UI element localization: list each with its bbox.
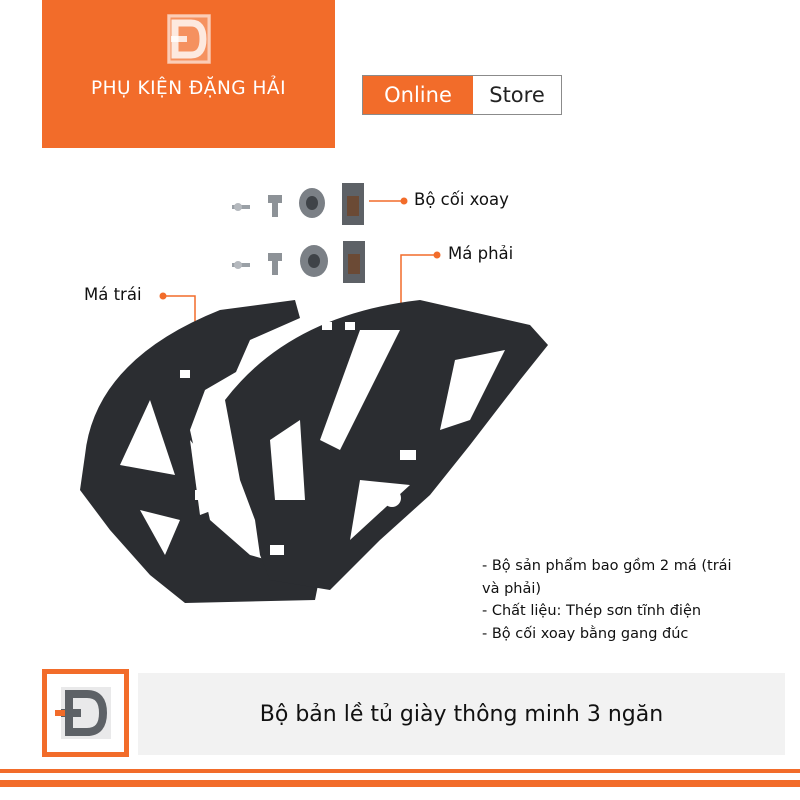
feature-line: và phải) [482,580,542,597]
badge-online-label: Online [363,76,473,114]
callout-right-line [400,251,441,308]
feature-line: - Bộ cối xoay bằng gang đúc [482,625,689,642]
feature-line: - Bộ sản phẩm bao gồm 2 má (trái [482,558,732,574]
swivel-parts-row-1 [232,183,364,225]
dh-logo-icon [55,687,111,739]
left-bracket [80,300,320,603]
brand-name: PHỤ KIỆN ĐẶNG HẢI [90,78,287,99]
callout-right-bracket: Má phải [448,244,514,263]
product-title-bar: Bộ bản lề tủ giày thông minh 3 ngăn [138,673,785,755]
brand-header: PHỤ KIỆN ĐẶNG HẢI [42,0,335,148]
badge-store-label: Store [489,83,545,107]
bottom-divider-line [0,769,800,773]
callout-swivel-line [369,197,408,205]
feature-list: - Bộ sản phẩm bao gồm 2 má (trái và phải… [482,555,782,645]
feature-line: - Chất liệu: Thép sơn tĩnh điện [482,603,702,619]
right-bracket [225,300,548,590]
swivel-parts-row-2 [232,241,365,283]
callout-left-bracket: Má trái [84,285,142,304]
online-store-badge: Online Store [362,75,562,115]
dh-logo-icon [167,14,211,64]
bottom-divider-line [0,780,800,787]
bottom-logo [42,669,129,757]
callout-swivel-set: Bộ cối xoay [414,190,509,209]
product-title: Bộ bản lề tủ giày thông minh 3 ngăn [259,701,664,727]
product-image [80,183,548,603]
